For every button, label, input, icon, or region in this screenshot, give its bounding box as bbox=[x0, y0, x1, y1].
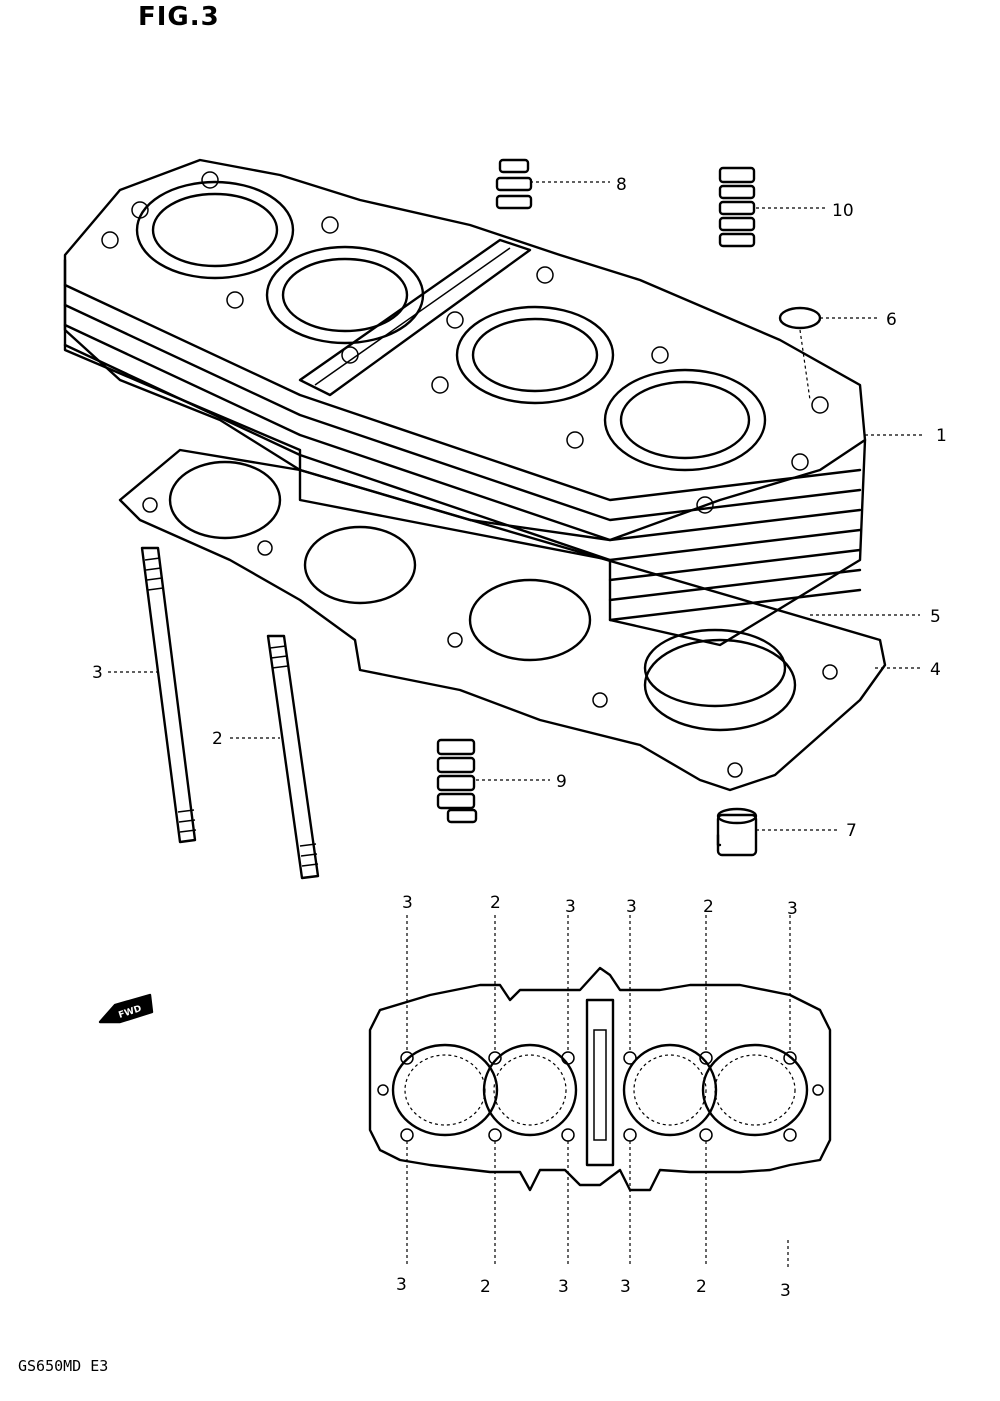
model-code: GS650MD E3 bbox=[18, 1357, 109, 1375]
dowel-pin bbox=[716, 807, 758, 857]
callout-2: 2 bbox=[212, 729, 223, 749]
stud-bolt-3 bbox=[140, 546, 197, 844]
top-label-4: 3 bbox=[626, 897, 637, 917]
top-label-5: 2 bbox=[703, 897, 714, 917]
top-label-3: 3 bbox=[565, 897, 576, 917]
cylinder-base-gasket bbox=[118, 448, 887, 792]
top-view-labels-top: 3 2 3 3 2 3 bbox=[402, 893, 798, 919]
bottom-label-6: 3 bbox=[780, 1281, 791, 1301]
rubber-cushion-10 bbox=[718, 166, 756, 248]
top-view-plan bbox=[368, 915, 832, 1270]
forward-arrow: FWD bbox=[98, 993, 154, 1024]
figure-title: FIG.3 bbox=[138, 2, 220, 32]
small-o-ring bbox=[778, 306, 822, 330]
cylinder-block bbox=[63, 158, 867, 647]
bottom-label-5: 2 bbox=[696, 1277, 707, 1297]
bottom-label-2: 2 bbox=[480, 1277, 491, 1297]
callout-labels: 1 2 3 4 5 6 7 8 9 10 bbox=[92, 175, 947, 841]
stud-bolt-2 bbox=[266, 634, 320, 880]
callout-9: 9 bbox=[556, 772, 567, 792]
leader-lines bbox=[108, 181, 925, 831]
rubber-cushion-8 bbox=[495, 158, 533, 210]
callout-4: 4 bbox=[930, 660, 941, 680]
top-label-6: 3 bbox=[787, 899, 798, 919]
callout-7: 7 bbox=[846, 821, 857, 841]
bottom-label-1: 3 bbox=[396, 1275, 407, 1295]
callout-3: 3 bbox=[92, 663, 103, 683]
callout-8: 8 bbox=[616, 175, 627, 195]
callout-1: 1 bbox=[936, 426, 947, 446]
top-view-labels-bottom: 3 2 3 3 2 3 bbox=[396, 1275, 791, 1301]
callout-6: 6 bbox=[886, 310, 897, 330]
top-label-1: 3 bbox=[402, 893, 413, 913]
callout-10: 10 bbox=[832, 201, 854, 221]
callout-5: 5 bbox=[930, 607, 941, 627]
bottom-label-4: 3 bbox=[620, 1277, 631, 1297]
top-label-2: 2 bbox=[490, 893, 501, 913]
bottom-label-3: 3 bbox=[558, 1277, 569, 1297]
o-ring bbox=[643, 628, 787, 708]
rubber-cushion-9 bbox=[436, 738, 478, 824]
